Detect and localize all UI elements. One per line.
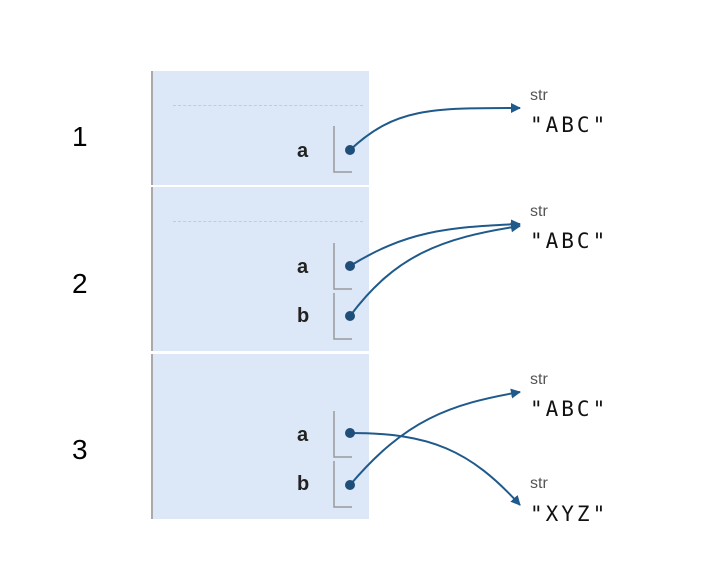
frame-step-2: [151, 187, 369, 351]
step-number-2: 2: [72, 268, 88, 299]
frame-step-1: [151, 71, 369, 185]
object-value: "ABC": [530, 113, 609, 137]
frame-divider: [173, 221, 363, 222]
object-type: str: [530, 475, 548, 492]
frame-step-3: [151, 354, 369, 519]
pointer-slot: [333, 126, 352, 173]
step-number-3: 3: [72, 434, 88, 465]
pointer-dot: [345, 480, 355, 490]
pointer-slot: [333, 461, 352, 508]
object-type: str: [530, 87, 548, 104]
variable-name-a: a: [297, 140, 309, 162]
reference-arrow-b-step2: [349, 222, 521, 317]
pointer-slot: [333, 243, 352, 290]
pointer-dot: [345, 145, 355, 155]
variable-name-a: a: [297, 256, 309, 278]
variable-name-b: b: [297, 305, 310, 327]
object-value: "ABC": [530, 229, 609, 253]
reference-arrow-a-step3: [349, 432, 521, 506]
pointer-slot: [333, 293, 352, 340]
pointer-slot: [333, 411, 352, 458]
reference-arrow-a-step1: [349, 103, 521, 151]
variable-name-a: a: [297, 424, 309, 446]
pointer-dot: [345, 428, 355, 438]
object-type: str: [530, 371, 548, 388]
step-number-1: 1: [72, 121, 88, 152]
object-value: "XYZ": [530, 502, 609, 526]
pointer-dot: [345, 311, 355, 321]
reference-arrow-a-step2: [349, 219, 521, 267]
object-type: str: [530, 203, 548, 220]
variable-name-b: b: [297, 473, 310, 495]
object-value: "ABC": [530, 397, 609, 421]
reference-arrow-b-step3: [349, 388, 521, 486]
frame-divider: [173, 105, 363, 106]
pointer-dot: [345, 261, 355, 271]
